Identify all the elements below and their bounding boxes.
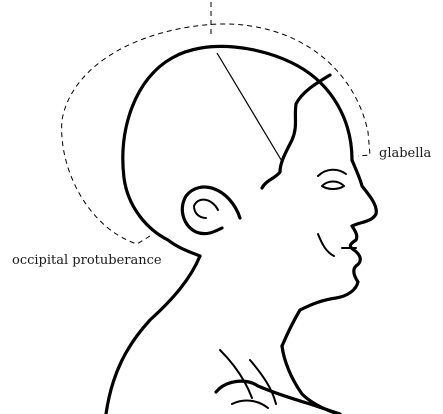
shirt-collar [216,381,340,414]
collarbone-left [220,350,252,398]
ear-inner [194,200,218,218]
shirt-fold [232,401,268,408]
occipital-protuberance-label: occipital protuberance [12,253,162,268]
crown-to-forehead-line [217,53,283,163]
ear [182,187,240,234]
hair-outline [123,46,352,256]
glabella-label: glabella [379,146,432,161]
head-outline [106,46,376,414]
hair-front-edge [262,75,330,188]
neck-back [106,256,200,414]
eye-icon [322,182,344,190]
cheek-line [318,234,334,256]
eyebrow [318,170,346,176]
ear-outline [182,187,240,234]
shoulder-lines [216,350,340,414]
dashed-arc-line [62,24,370,244]
